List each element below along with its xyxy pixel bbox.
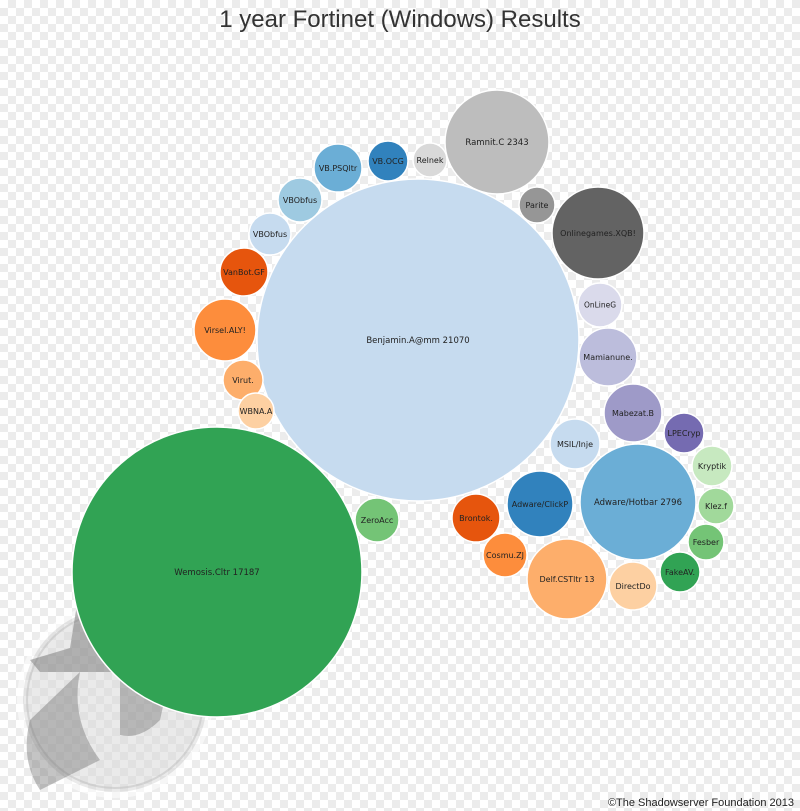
bubble-circle[interactable]	[691, 445, 733, 487]
bubble[interactable]: VBObfus	[248, 212, 292, 256]
bubble-label: Virut.	[232, 376, 254, 385]
bubble-label: VanBot.GF	[223, 268, 265, 277]
bubble-label: Parite	[526, 201, 549, 210]
bubble-label: Cosmu.ZJ	[486, 551, 524, 560]
bubble-circle[interactable]	[578, 327, 638, 387]
bubble[interactable]: ZeroAcc	[354, 497, 400, 543]
bubble[interactable]: VB.PSQltr	[313, 143, 363, 193]
bubble[interactable]: Virsel.ALY!	[193, 298, 257, 362]
bubble[interactable]: WBNA.A	[237, 392, 275, 430]
bubble-circle[interactable]	[549, 418, 601, 470]
bubble-label: FakeAV.	[665, 568, 695, 577]
bubble[interactable]: Adware/ClickP	[506, 470, 574, 538]
bubble-label: Relnek	[417, 156, 444, 165]
bubble-label: Mabezat.B	[612, 409, 654, 418]
bubble-circle[interactable]	[603, 383, 663, 443]
bubble[interactable]: Klez.f	[697, 487, 735, 525]
bubble-label: Klez.f	[705, 502, 727, 511]
bubble-circle[interactable]	[659, 551, 701, 593]
bubble-circle[interactable]	[354, 497, 400, 543]
bubble[interactable]: LPECryp	[663, 412, 705, 454]
bubble[interactable]: MSIL/Inje	[549, 418, 601, 470]
bubble-circle[interactable]	[451, 493, 501, 543]
bubble-label: Fesber	[693, 538, 720, 547]
bubble-circle[interactable]	[277, 177, 323, 223]
bubble[interactable]: Wemosis.Cltr 17187	[71, 426, 363, 718]
bubble-label: Wemosis.Cltr 17187	[174, 568, 259, 578]
footer-credit: ©The Shadowserver Foundation 2013	[607, 797, 794, 809]
chart-title: 1 year Fortinet (Windows) Results	[219, 6, 581, 33]
bubble-circle[interactable]	[412, 142, 448, 178]
bubble-circle[interactable]	[518, 186, 556, 224]
bubble-label: Benjamin.A@mm 21070	[366, 336, 469, 346]
bubble-circle[interactable]	[193, 298, 257, 362]
bubble-circle[interactable]	[248, 212, 292, 256]
bubble-label: Virsel.ALY!	[204, 326, 246, 335]
bubble[interactable]: Mabezat.B	[603, 383, 663, 443]
bubble-label: VBObfus	[283, 196, 317, 205]
bubble-circle[interactable]	[579, 443, 697, 561]
bubble-circle[interactable]	[256, 178, 580, 502]
bubble-circle[interactable]	[697, 487, 735, 525]
bubble[interactable]: Kryptik	[691, 445, 733, 487]
bubble-label: MSIL/Inje	[557, 440, 593, 449]
bubble[interactable]: Cosmu.ZJ	[482, 532, 528, 578]
bubble[interactable]: Brontok.	[451, 493, 501, 543]
bubble-label: DirectDo	[615, 582, 650, 591]
bubble-label: VB.OCG	[372, 157, 404, 166]
bubble-label: ZeroAcc	[361, 516, 394, 525]
bubble-label: Ramnit.C 2343	[465, 138, 528, 148]
bubble[interactable]: Fesber	[687, 523, 725, 561]
bubble-label: Brontok.	[459, 514, 493, 523]
bubble-circle[interactable]	[506, 470, 574, 538]
bubble[interactable]: Adware/Hotbar 2796	[579, 443, 697, 561]
bubble-circle[interactable]	[237, 392, 275, 430]
bubble-circle[interactable]	[367, 140, 409, 182]
bubble-label: VBObfus	[253, 230, 287, 239]
bubble-label: LPECryp	[667, 429, 700, 438]
bubble-circle[interactable]	[313, 143, 363, 193]
bubble[interactable]: DirectDo	[608, 561, 658, 611]
bubble[interactable]: FakeAV.	[659, 551, 701, 593]
bubble-label: Adware/ClickP	[512, 500, 569, 509]
bubble-circle[interactable]	[526, 538, 608, 620]
bubble[interactable]: VBObfus	[277, 177, 323, 223]
bubble[interactable]: Delf.CSTltr 13	[526, 538, 608, 620]
bubble-circle[interactable]	[482, 532, 528, 578]
bubble-circle[interactable]	[444, 89, 550, 195]
bubble-label: WBNA.A	[240, 407, 273, 416]
bubble[interactable]: Parite	[518, 186, 556, 224]
bubble-label: OnLineG	[584, 301, 616, 310]
bubble[interactable]: Ramnit.C 2343	[444, 89, 550, 195]
bubble-circle[interactable]	[551, 186, 645, 280]
bubble[interactable]: Mamianune.	[578, 327, 638, 387]
bubble-label: Kryptik	[698, 462, 727, 471]
bubble-circle[interactable]	[608, 561, 658, 611]
bubble-label: Mamianune.	[583, 353, 632, 362]
bubble[interactable]: OnLineG	[577, 282, 623, 328]
bubble[interactable]: VanBot.GF	[219, 247, 269, 297]
bubble-circle[interactable]	[687, 523, 725, 561]
bubble-circle[interactable]	[663, 412, 705, 454]
bubble-circle[interactable]	[71, 426, 363, 718]
bubble[interactable]: VB.OCG	[367, 140, 409, 182]
bubble[interactable]: Relnek	[412, 142, 448, 178]
bubble[interactable]: Onlinegames.XQB!	[551, 186, 645, 280]
bubble-circle[interactable]	[219, 247, 269, 297]
bubble-label: Adware/Hotbar 2796	[594, 498, 682, 508]
bubble-label: Delf.CSTltr 13	[539, 575, 594, 584]
bubble-circle[interactable]	[577, 282, 623, 328]
bubble-label: Onlinegames.XQB!	[560, 229, 636, 238]
bubble-label: VB.PSQltr	[319, 164, 358, 173]
bubble[interactable]: Benjamin.A@mm 21070	[256, 178, 580, 502]
